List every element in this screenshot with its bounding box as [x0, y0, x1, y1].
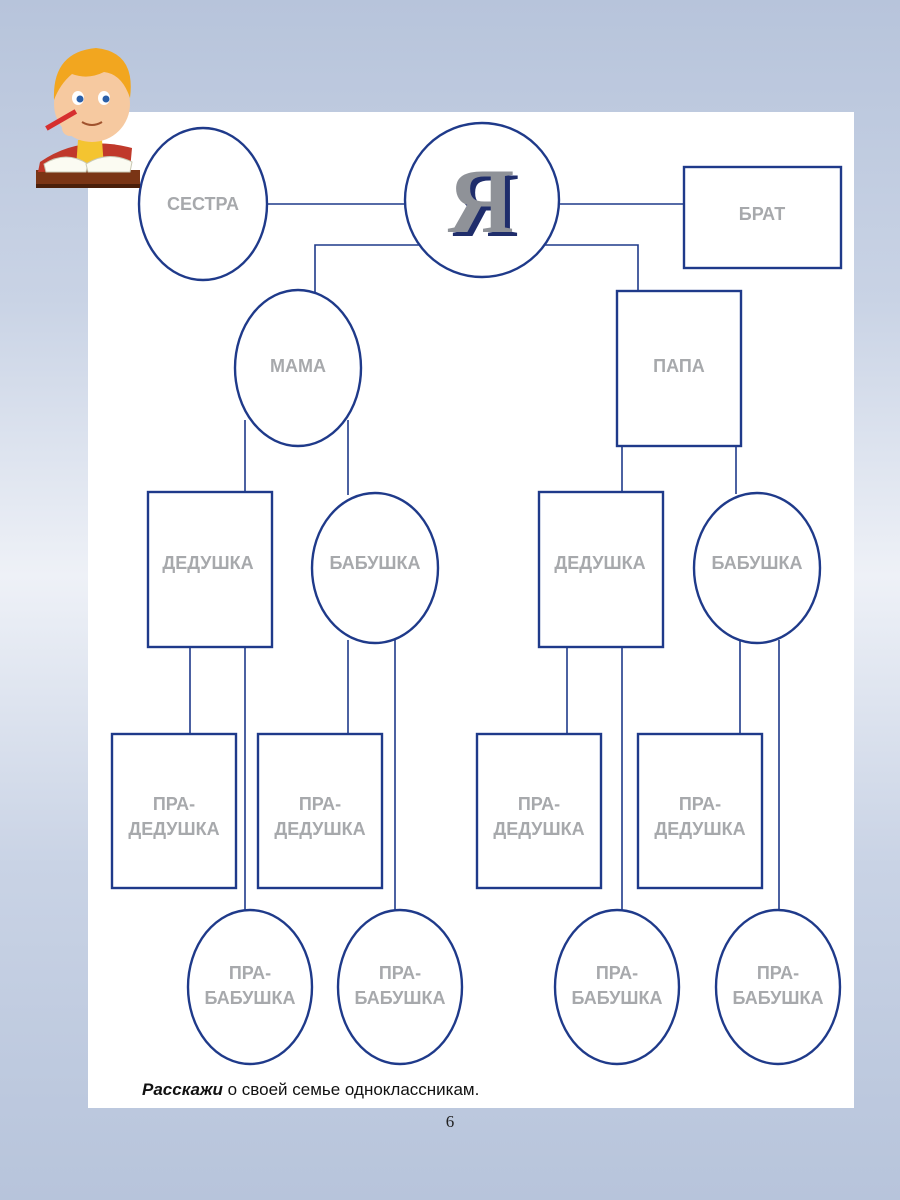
- svg-text:Я: Я: [448, 150, 514, 252]
- grandfather-maternal-node: [146, 490, 274, 649]
- great-grandfather-node-4: [636, 732, 764, 890]
- great-prefix-label: ПРА-: [153, 794, 195, 814]
- great-grandfather-label-3: ДЕДУШКА: [493, 819, 584, 839]
- connector-lines: [189, 203, 780, 910]
- great-prefix-label: ПРА-: [596, 963, 638, 983]
- grandfather-label-2: ДЕДУШКА: [554, 553, 645, 573]
- great-grandfather-label-2: ДЕДУШКА: [274, 819, 365, 839]
- great-grandmother-label-3: БАБУШКА: [571, 988, 662, 1008]
- great-grandfather-label-4: ДЕДУШКА: [654, 819, 745, 839]
- great-grandfather-node-1: [110, 732, 238, 890]
- me-letter: Я Я: [448, 150, 519, 256]
- pencil: [45, 109, 78, 131]
- sister-node: [137, 126, 269, 282]
- great-grandmother-label-2: БАБУШКА: [354, 988, 445, 1008]
- mom-label: МАМА: [270, 356, 326, 376]
- grandfather-paternal-node: [537, 490, 665, 649]
- grandmother-paternal-node: [692, 491, 822, 645]
- connector-me-mom: [314, 244, 420, 292]
- great-grandfather-node-3: [475, 732, 603, 890]
- grandmother-label-1: БАБУШКА: [329, 553, 420, 573]
- great-grandmother-label-1: БАБУШКА: [204, 988, 295, 1008]
- brother-node: [682, 165, 843, 270]
- dad-label: ПАПА: [653, 356, 705, 376]
- great-prefix-label: ПРА-: [518, 794, 560, 814]
- great-prefix-label: ПРА-: [757, 963, 799, 983]
- boy-hair: [53, 48, 131, 100]
- brother-label: БРАТ: [739, 204, 785, 224]
- great-grandmother-node-1: [186, 908, 314, 1066]
- great-prefix-label: ПРА-: [679, 794, 721, 814]
- me-node: [403, 121, 561, 279]
- dad-node: [615, 289, 743, 448]
- great-grandfather-label-1: ДЕДУШКА: [128, 819, 219, 839]
- grandmother-label-2: БАБУШКА: [711, 553, 802, 573]
- page-number: 6: [445, 1112, 455, 1131]
- great-grandfather-node-2: [256, 732, 384, 890]
- mom-node: [233, 288, 363, 448]
- sister-label: СЕСТРА: [167, 194, 239, 214]
- caption-emphasis: Расскажи: [142, 1080, 223, 1099]
- boy-reading-illustration: [36, 48, 140, 188]
- open-book: [43, 156, 89, 173]
- great-grandmother-node-3: [553, 908, 681, 1066]
- svg-text:Я: Я: [453, 154, 519, 256]
- instruction-caption: Расскажи о своей семье одноклассникам.: [142, 1080, 479, 1100]
- great-grandmother-label-4: БАБУШКА: [732, 988, 823, 1008]
- great-prefix-label: ПРА-: [229, 963, 271, 983]
- grandmother-maternal-node: [310, 491, 440, 645]
- desk: [36, 170, 140, 186]
- great-grandmother-node-4: [714, 908, 842, 1066]
- great-prefix-label: ПРА-: [379, 963, 421, 983]
- connector-me-dad: [545, 244, 639, 291]
- great-grandmother-node-2: [336, 908, 464, 1066]
- great-prefix-label: ПРА-: [299, 794, 341, 814]
- caption-text: о своей семье одноклассникам.: [222, 1080, 480, 1099]
- grandfather-label-1: ДЕДУШКА: [162, 553, 253, 573]
